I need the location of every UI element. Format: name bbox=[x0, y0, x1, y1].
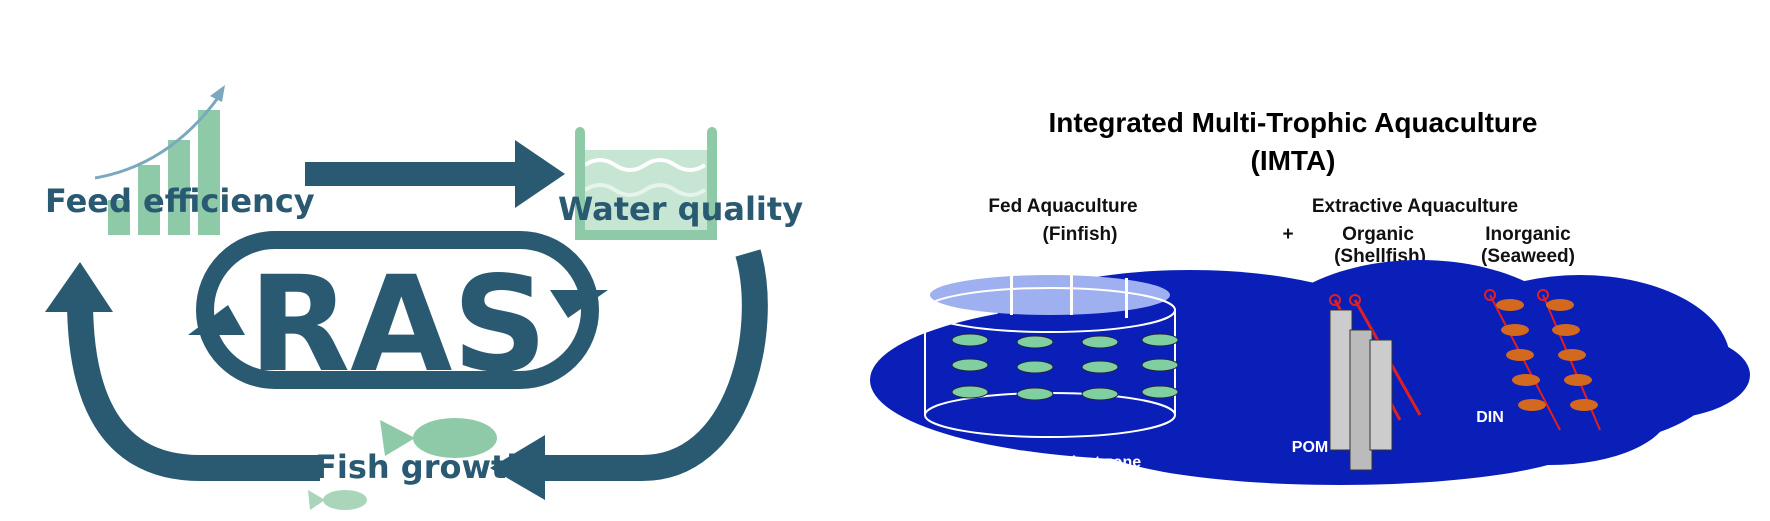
ras-center-label: RAS bbox=[249, 248, 548, 402]
extractive-aquaculture-heading: Extractive Aquaculture bbox=[1312, 196, 1518, 217]
arrow-fish-to-feed bbox=[45, 262, 320, 481]
inorganic-label: Inorganic bbox=[1485, 224, 1571, 245]
water-tank-icon bbox=[575, 127, 717, 240]
imta-diagram: Integrated Multi-Trophic Aquaculture (IM… bbox=[860, 0, 1770, 521]
finfish-label: (Finfish) bbox=[1043, 224, 1118, 245]
seaweed-rope-icon bbox=[1484, 289, 1601, 431]
fish-cage-icon bbox=[924, 275, 1179, 438]
imta-title-line1: Integrated Multi-Trophic Aquaculture bbox=[1049, 107, 1538, 138]
fish-growth-label: Fish growth bbox=[315, 448, 529, 486]
seaweed-label: (Seaweed) bbox=[1481, 246, 1575, 267]
feed-efficiency-label: Feed efficiency bbox=[45, 182, 315, 220]
fish-icon bbox=[308, 418, 497, 510]
fed-aquaculture-heading: Fed Aquaculture bbox=[988, 196, 1137, 217]
water-quality-label: Water quality bbox=[558, 190, 803, 228]
pom-label: POM bbox=[1292, 439, 1328, 456]
arrow-feed-to-water bbox=[305, 140, 565, 208]
feed-efficiency-chart-icon bbox=[94, 85, 225, 235]
imta-title-line2: (IMTA) bbox=[1251, 145, 1336, 176]
ras-diagram: RAS Feed efficiency Water quality Fish g… bbox=[0, 0, 860, 521]
plus-sign: + bbox=[1282, 224, 1293, 245]
din-label: DIN bbox=[1476, 409, 1504, 426]
organic-label: Organic bbox=[1342, 224, 1414, 245]
ras-cycle-symbol: RAS bbox=[188, 231, 608, 402]
shellfish-rope-icon bbox=[1329, 294, 1422, 471]
arrow-water-to-fish bbox=[490, 249, 768, 500]
nutrient-zone-label: Nutrient zone bbox=[1039, 454, 1141, 471]
